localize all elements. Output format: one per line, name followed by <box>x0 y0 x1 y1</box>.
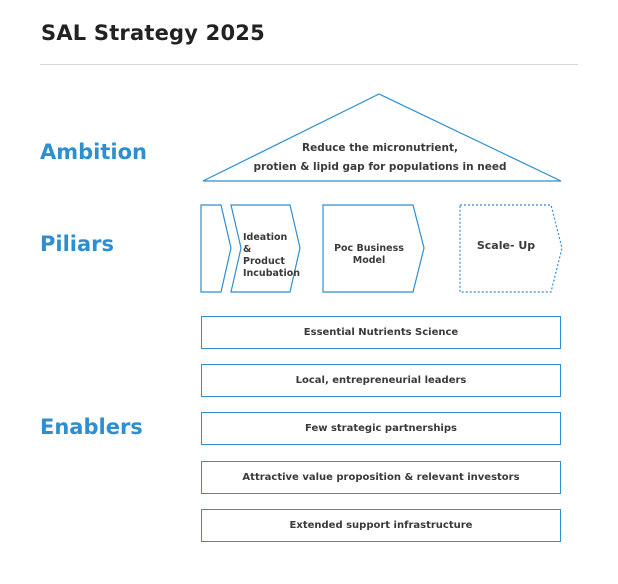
pillar-poc-label: Poc Business Model <box>334 243 404 266</box>
enabler-box-infrastructure: Extended support infrastructure <box>201 509 561 542</box>
title-divider <box>40 64 578 65</box>
pillar-ideation-shape <box>200 204 301 293</box>
section-label-ambition: Ambition <box>40 140 147 164</box>
page-title: SAL Strategy 2025 <box>41 21 265 45</box>
pillar-scaleup-label: Scale- Up <box>476 239 536 252</box>
pillar-ideation-label: Ideation & Product Incubation <box>243 232 300 280</box>
ambition-line-1: Reduce the micronutrient, <box>302 142 458 154</box>
enabler-box-partnerships: Few strategic partnerships <box>201 412 561 445</box>
ambition-statement: Reduce the micronutrient, protien & lipi… <box>240 139 520 177</box>
pillar-poc-shape <box>322 204 425 293</box>
section-label-pillars: Piliars <box>40 232 115 256</box>
enabler-box-value-proposition: Attractive value proposition & relevant … <box>201 461 561 494</box>
ambition-roof <box>202 93 562 182</box>
enabler-box-leaders: Local, entrepreneurial leaders <box>201 364 561 397</box>
enabler-box-science: Essential Nutrients Science <box>201 316 561 349</box>
section-label-enablers: Enablers <box>40 415 143 439</box>
pillar-ideation-line-2: Product <box>243 256 285 267</box>
pillar-ideation-line-3: Incubation <box>243 268 300 279</box>
ambition-line-2: protien & lipid gap for populations in n… <box>253 161 507 173</box>
pillar-ideation-line-1: Ideation & <box>243 232 288 255</box>
